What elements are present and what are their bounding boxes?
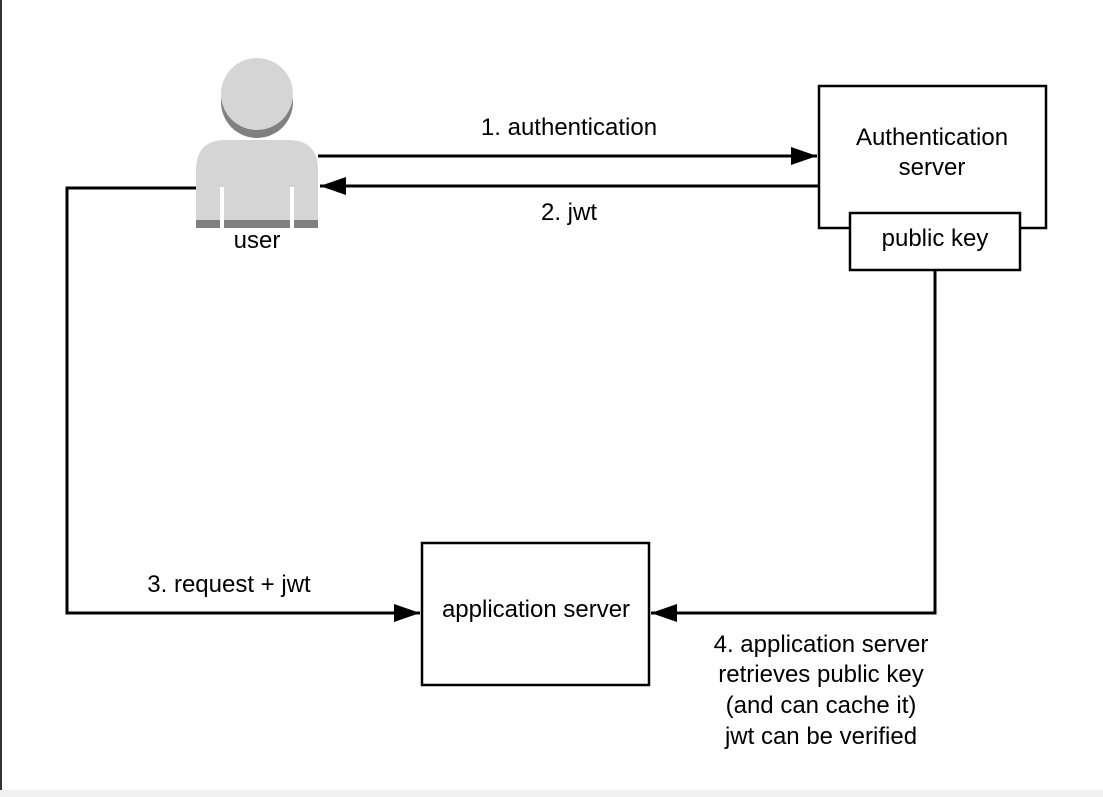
edge-retrieve-key-label-line1: 4. application server: [714, 631, 929, 658]
user-icon: [196, 58, 318, 228]
edge-jwt-label: 2. jwt: [541, 199, 597, 226]
left-border: [0, 0, 2, 797]
authentication-server-box: [817, 84, 1048, 230]
edge-request-jwt-label: 3. request + jwt: [147, 571, 311, 598]
edge-authentication-label: 1. authentication: [481, 114, 657, 141]
edge-retrieve-key-arrow: [651, 270, 937, 622]
edge-retrieve-key-label-line3: (and can cache it): [726, 692, 917, 719]
application-server-box: [420, 541, 651, 687]
edge-request-jwt-arrow: [65, 186, 420, 622]
authentication-server-label-line1: Authentication: [856, 124, 1008, 151]
edge-retrieve-key-label-line2: retrieves public key: [718, 661, 923, 688]
application-server-label: application server: [442, 596, 630, 623]
bottom-strip: [0, 790, 1103, 797]
public-key-box: [848, 211, 1022, 272]
edge-retrieve-key-label-line4: jwt can be verified: [724, 723, 917, 750]
authentication-server-label-line2: server: [899, 154, 966, 181]
public-key-label: public key: [882, 225, 989, 252]
user-label: user: [234, 227, 281, 254]
